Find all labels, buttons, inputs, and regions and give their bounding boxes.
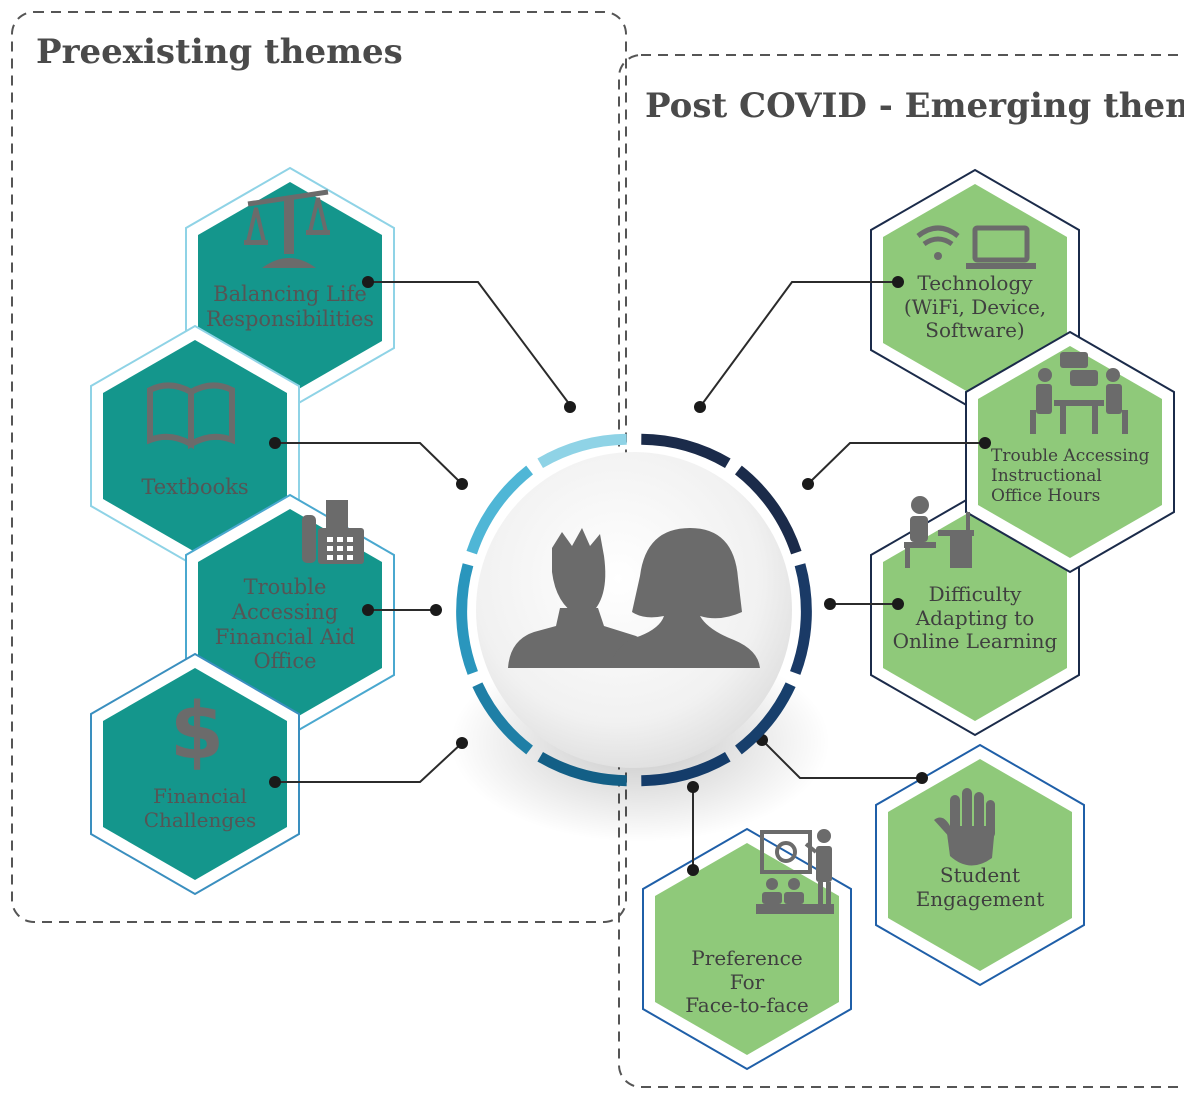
fax-phone-icon [302, 500, 364, 564]
hex-financial-challenges [90, 652, 300, 896]
connector-dots [269, 276, 991, 876]
connectors [275, 281, 985, 870]
presenter-icon [756, 829, 834, 914]
desk-student-icon [904, 496, 974, 568]
post-covid-region [618, 54, 1184, 1088]
hex-student-engagement [875, 743, 1085, 987]
post-covid-themes-heading: Post COVID - Emerging themes [645, 86, 1184, 126]
preexisting-themes-heading: Preexisting themes [36, 32, 403, 72]
dollar-icon: $ [170, 687, 224, 777]
wifi-laptop-icon [916, 225, 1036, 269]
raised-hand-icon [934, 788, 995, 866]
hex-balancing-life [185, 166, 395, 410]
hex-face-to-face [642, 827, 852, 1071]
meeting-icon [1030, 352, 1128, 434]
scale-icon [244, 189, 330, 268]
book-icon [147, 382, 235, 450]
center-ring [456, 433, 812, 787]
svg-text:$: $ [170, 687, 224, 777]
hex-difficulty-adapting [870, 493, 1080, 737]
students-silhouette-icon [508, 528, 760, 668]
